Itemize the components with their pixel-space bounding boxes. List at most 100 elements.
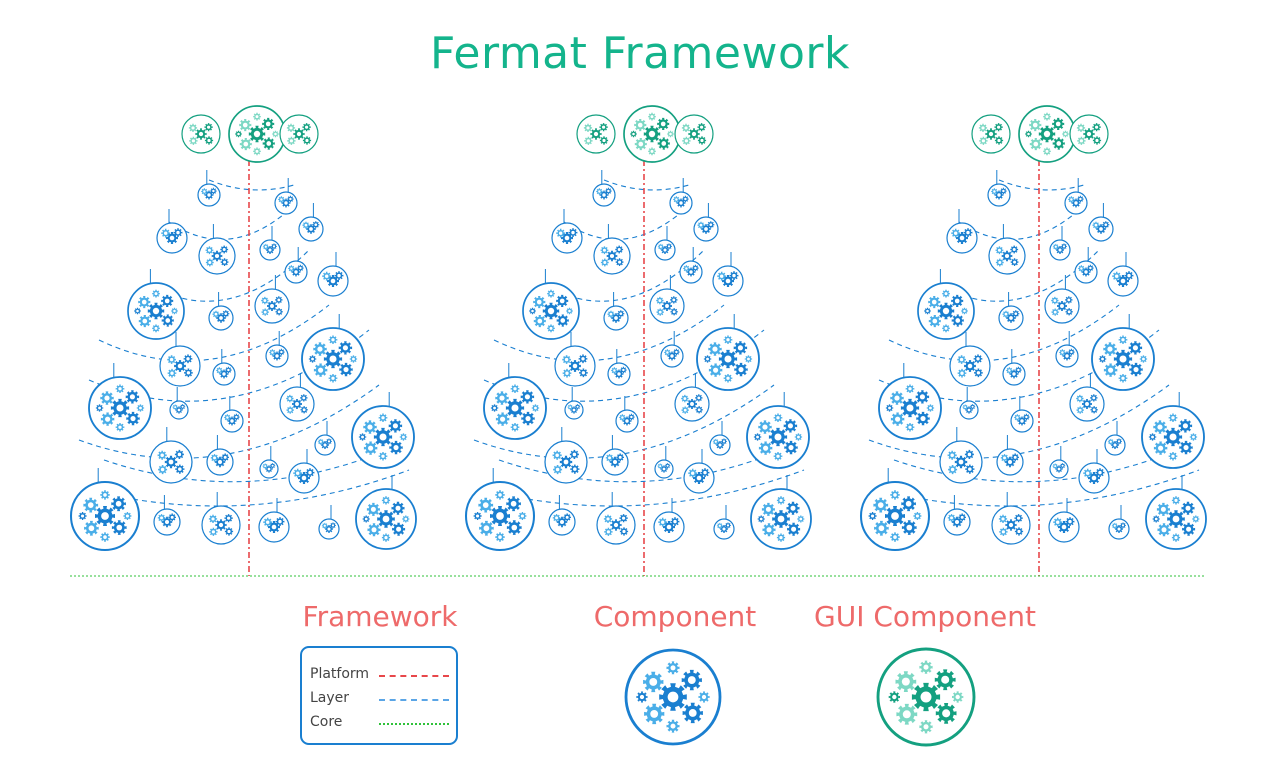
- component-ball: [69, 480, 141, 552]
- component-ball: [318, 518, 340, 540]
- layer-line: [379, 699, 449, 701]
- component-ball: [314, 434, 336, 456]
- component-ball: [679, 260, 703, 284]
- gui-component-ball: [623, 105, 681, 163]
- component-ball: [649, 288, 685, 324]
- layer-arc: [168, 209, 290, 240]
- component-ball: [859, 480, 931, 552]
- component-ball: [1064, 191, 1088, 215]
- component-ball: [653, 511, 685, 543]
- component-ball: [220, 409, 244, 433]
- component-ball: [683, 462, 715, 494]
- component-ball: [654, 239, 676, 261]
- layer-arc: [98, 304, 330, 362]
- gui-component-heading: GUI Component: [814, 600, 1036, 633]
- component-ball: [1104, 434, 1126, 456]
- gui-component-ball: [1018, 105, 1076, 163]
- component-ball: [696, 327, 760, 391]
- component-ball: [654, 459, 674, 479]
- component-ball: [212, 362, 236, 386]
- component-ball: [351, 405, 415, 469]
- component-ball: [544, 440, 588, 484]
- component-ball: [208, 305, 234, 331]
- component-heading: Component: [593, 600, 757, 633]
- component-ball: [996, 448, 1024, 476]
- component-ball: [254, 288, 290, 324]
- component-ball: [206, 448, 234, 476]
- layer-arc: [78, 384, 380, 459]
- layer-arc: [483, 469, 805, 507]
- legend-label: Layer: [310, 690, 350, 706]
- component-ball: [1002, 362, 1026, 386]
- component-ball: [259, 459, 279, 479]
- component-ball: [483, 376, 547, 440]
- component-ball: [1048, 511, 1080, 543]
- layer-arc: [603, 179, 690, 191]
- layer-arc: [88, 469, 410, 507]
- component-ball: [265, 344, 289, 368]
- component-ball: [593, 237, 631, 275]
- component-ball: [607, 362, 631, 386]
- gui-component-ball: [971, 114, 1011, 154]
- component-ball: [750, 488, 812, 550]
- component-ball: [946, 222, 978, 254]
- legend-label: Platform: [310, 666, 370, 682]
- layer-arc: [473, 384, 775, 459]
- gui-component-ball: [228, 105, 286, 163]
- component-ball: [554, 345, 596, 387]
- component-ball: [1088, 216, 1114, 242]
- component-ball: [548, 508, 576, 536]
- component-ball: [156, 222, 188, 254]
- gui-component-ball: [1069, 114, 1109, 154]
- component-ball: [149, 440, 193, 484]
- component-ball: [998, 305, 1024, 331]
- component-ball: [674, 386, 710, 422]
- legend-box: Platform Layer Core: [300, 646, 458, 745]
- component-ball: [317, 265, 349, 297]
- gui-component-ball: [279, 114, 319, 154]
- component-ball: [355, 488, 417, 550]
- component-ball: [288, 462, 320, 494]
- component-ball: [949, 345, 991, 387]
- component-ball: [660, 344, 684, 368]
- component-ball: [693, 216, 719, 242]
- component-ball: [615, 409, 639, 433]
- layer-arc: [493, 304, 725, 362]
- core-line: [379, 723, 449, 725]
- legend-item-core: Core: [310, 714, 460, 732]
- legend-label: Core: [310, 714, 343, 730]
- page-title: Fermat Framework: [430, 28, 850, 79]
- component-ball: [1049, 459, 1069, 479]
- component-ball: [1049, 239, 1071, 261]
- component-ball: [1108, 518, 1130, 540]
- gui-component-ball: [674, 114, 714, 154]
- gui-component-sample: [876, 647, 976, 747]
- component-ball: [592, 183, 616, 207]
- platform-line: [379, 675, 449, 677]
- component-ball: [88, 376, 152, 440]
- component-ball: [198, 237, 236, 275]
- component-ball: [201, 505, 241, 545]
- component-ball: [878, 376, 942, 440]
- component-ball: [279, 386, 315, 422]
- component-ball: [959, 400, 979, 420]
- component-ball: [991, 505, 1031, 545]
- component-ball: [197, 183, 221, 207]
- layer-arc: [208, 179, 295, 191]
- component-ball: [153, 508, 181, 536]
- component-ball: [1107, 265, 1139, 297]
- component-ball: [464, 480, 536, 552]
- component-ball: [603, 305, 629, 331]
- component-ball: [1141, 405, 1205, 469]
- framework-heading: Framework: [302, 600, 458, 633]
- component-ball: [1078, 462, 1110, 494]
- component-ball: [301, 327, 365, 391]
- component-ball: [746, 405, 810, 469]
- layer-arc: [998, 179, 1085, 191]
- component-ball: [564, 400, 584, 420]
- component-ball: [1074, 260, 1098, 284]
- component-ball: [669, 191, 693, 215]
- component-ball: [917, 282, 975, 340]
- component-ball: [159, 345, 201, 387]
